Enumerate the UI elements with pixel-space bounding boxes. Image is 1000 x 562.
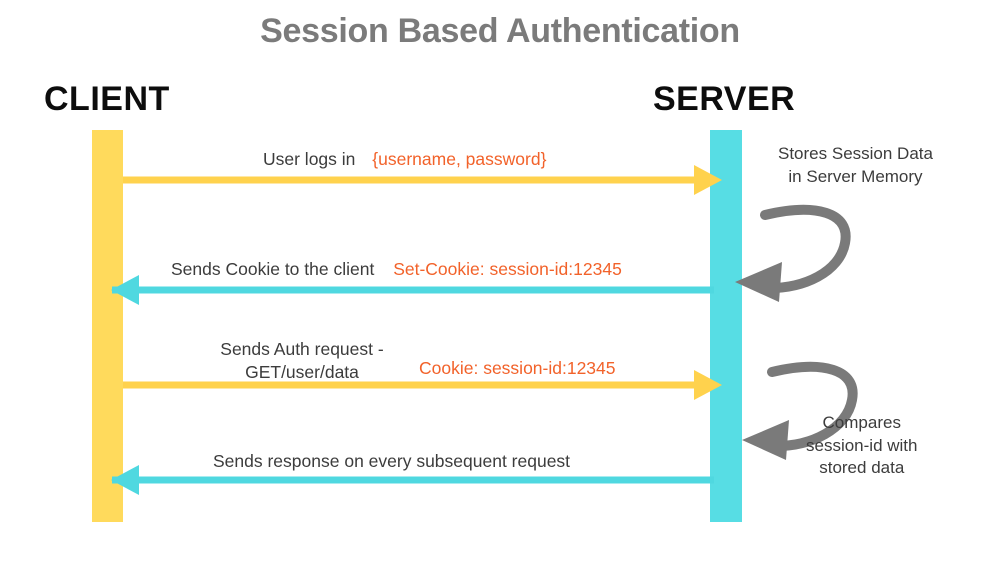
message-token-auth-request: Cookie: session-id:12345 bbox=[419, 358, 616, 378]
lifeline-bar-server bbox=[710, 130, 742, 522]
message-text-login: User logs in bbox=[263, 149, 356, 169]
message-text-set-cookie: Sends Cookie to the client bbox=[171, 259, 375, 279]
annotation-stores-session-line1: Stores Session Data bbox=[778, 144, 933, 163]
annotation-compares-session-line2: session-id with bbox=[806, 435, 918, 455]
message-text-auth-request-line1: Sends Auth request - bbox=[220, 339, 384, 359]
annotation-compares-session: Compares session-id with stored data bbox=[806, 412, 918, 480]
message-token-set-cookie: Set-Cookie: session-id:12345 bbox=[393, 259, 622, 279]
message-label-login: User logs in {username, password} bbox=[263, 148, 546, 171]
annotation-stores-session: Stores Session Data in Server Memory bbox=[778, 143, 933, 188]
message-token-login: {username, password} bbox=[372, 149, 547, 169]
annotation-compares-session-line3: stored data bbox=[819, 458, 905, 478]
actor-label-server: SERVER bbox=[653, 80, 796, 118]
annotation-compares-session-line1: Compares bbox=[822, 413, 901, 432]
page-title: Session Based Authentication bbox=[260, 12, 740, 50]
message-label-set-cookie: Sends Cookie to the client Set-Cookie: s… bbox=[171, 258, 622, 281]
message-text-auth-request-line2: GET/user/data bbox=[245, 362, 359, 383]
message-label-response: Sends response on every subsequent reque… bbox=[213, 451, 571, 471]
actor-label-client: CLIENT bbox=[44, 80, 170, 118]
lifeline-bar-client bbox=[92, 130, 123, 522]
annotation-stores-session-line2: in Server Memory bbox=[788, 166, 923, 186]
message-label-auth-request: Sends Auth request - GET/user/data bbox=[190, 338, 414, 384]
curved-arrow-stores-session bbox=[735, 204, 851, 302]
